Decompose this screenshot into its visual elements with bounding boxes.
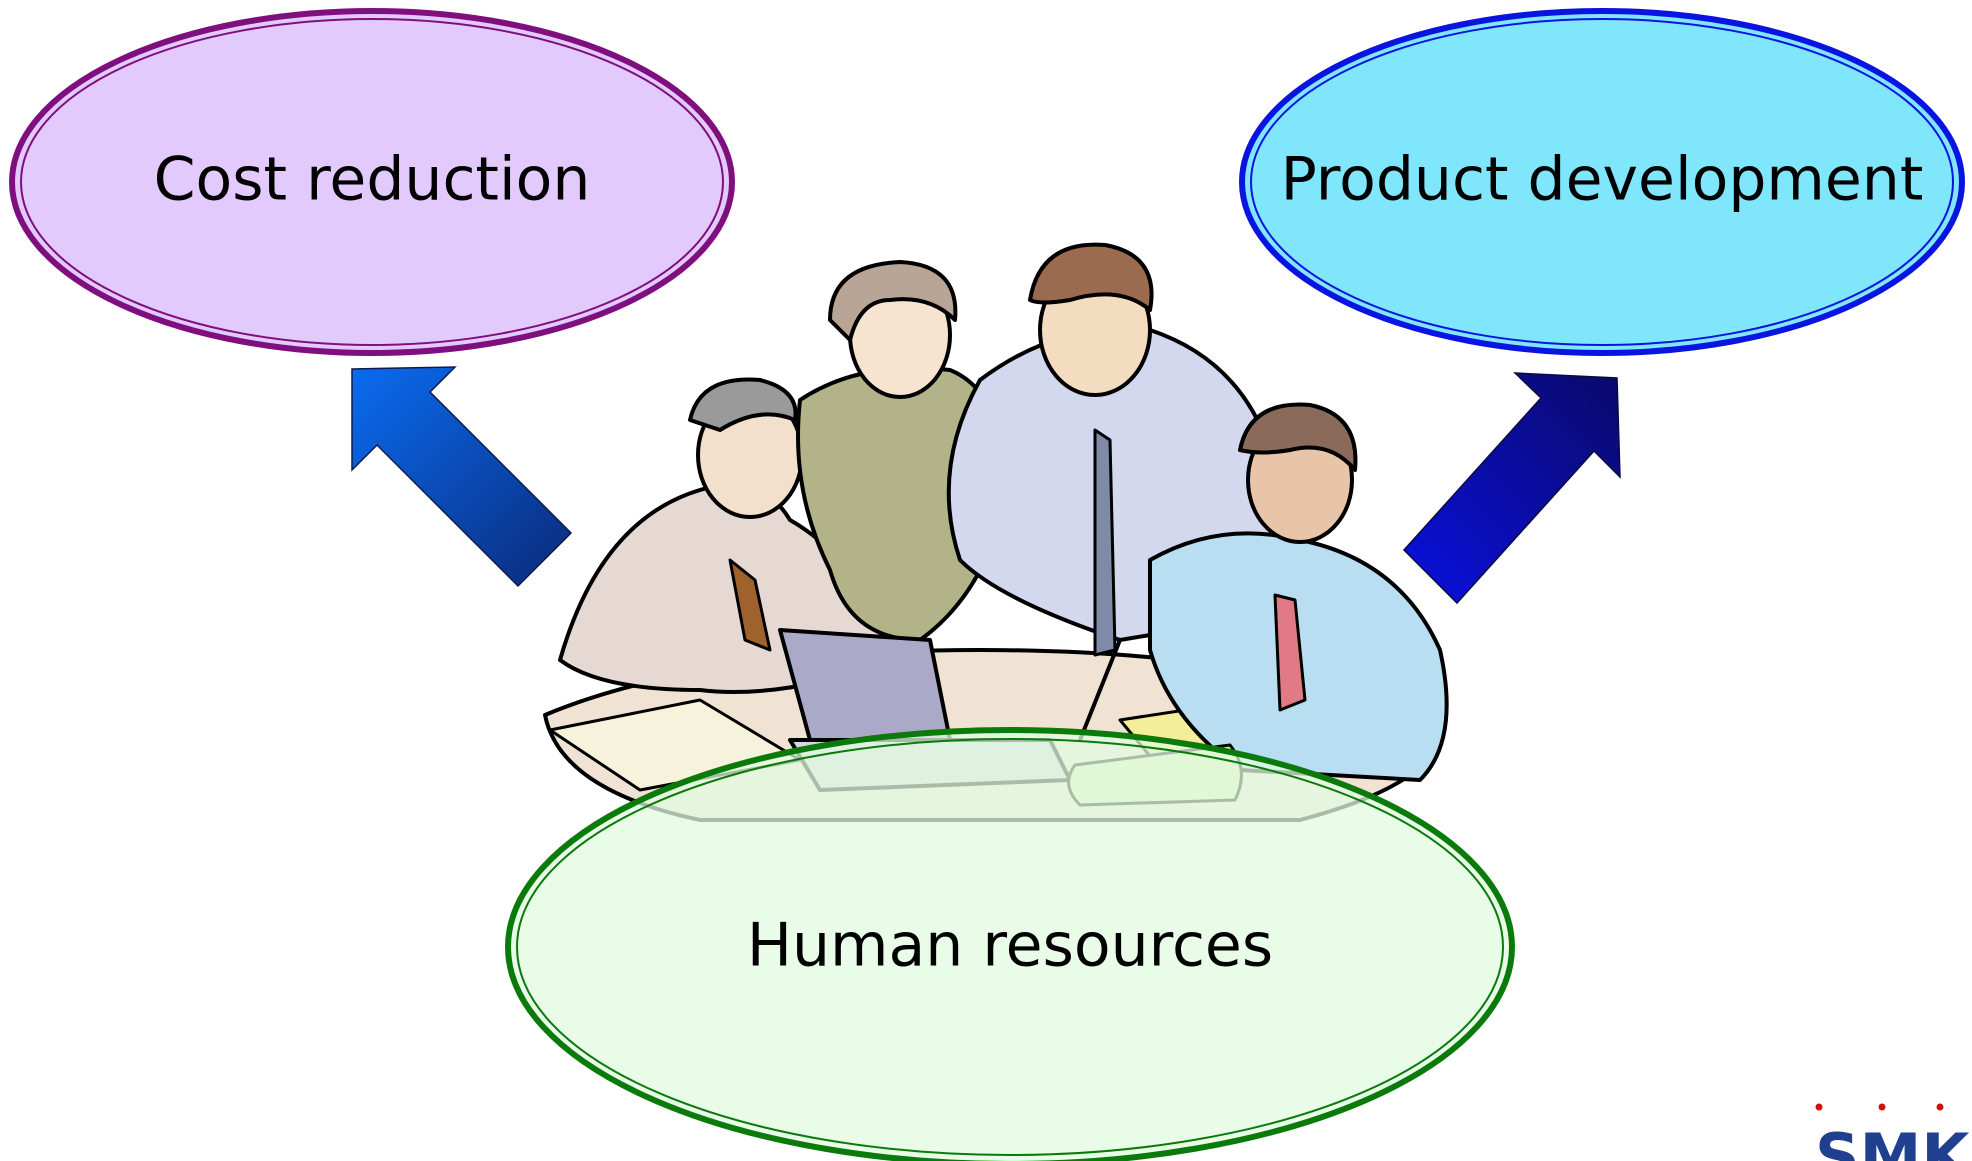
cost-reduction-ellipse-inner <box>20 18 724 346</box>
human-resources-ellipse-outer <box>505 727 1515 1161</box>
product-development-label: Product development <box>1281 145 1924 215</box>
logo-dot-2 <box>1878 1103 1886 1111</box>
human-resources-label: Human resources <box>747 911 1273 981</box>
human-resources-node: Human resources <box>505 727 1515 1161</box>
cost-reduction-ellipse-outer <box>9 8 735 356</box>
product-development-ellipse-outer <box>1239 8 1965 356</box>
logo-dot-1 <box>1815 1103 1823 1111</box>
logo-dot-3 <box>1936 1103 1944 1111</box>
product-development-ellipse-inner <box>1250 18 1954 346</box>
arrow-left-shape <box>351 366 573 588</box>
arrow-right-shape <box>1402 372 1621 605</box>
human-resources-ellipse-inner <box>516 738 1504 1156</box>
logo-text: SMK <box>1815 1120 1971 1161</box>
cost-reduction-node: Cost reduction <box>9 8 735 356</box>
arrow-to-cost-reduction <box>351 366 573 588</box>
smk-logo: SMK <box>1815 1103 1971 1161</box>
product-development-node: Product development <box>1239 8 1965 356</box>
cost-reduction-label: Cost reduction <box>154 145 591 215</box>
arrow-to-product-development <box>1402 372 1621 605</box>
